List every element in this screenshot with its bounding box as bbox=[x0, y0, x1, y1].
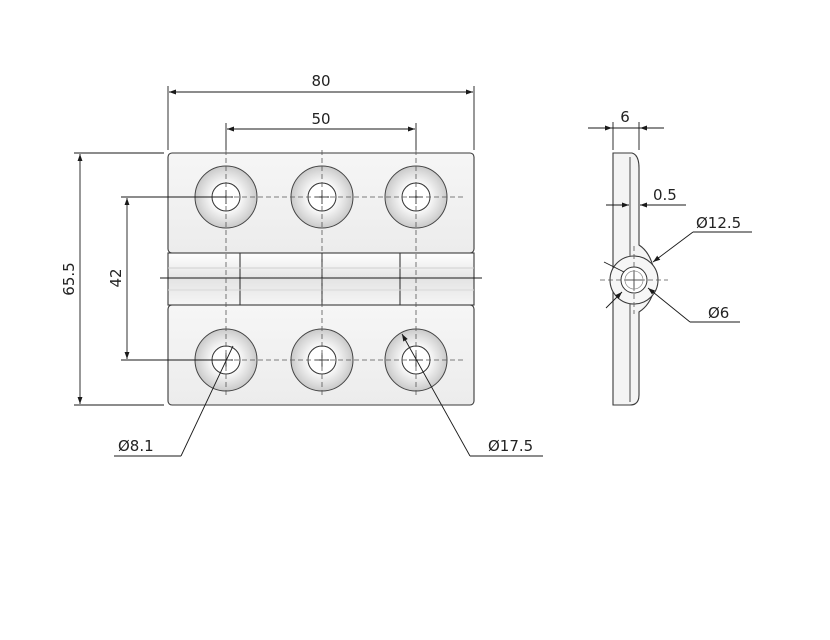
width-label: 80 bbox=[311, 72, 330, 90]
height-label: 65.5 bbox=[60, 262, 78, 295]
front-view: 80 50 65.5 42 Ø8.1 bbox=[60, 72, 543, 457]
thickness-label: 6 bbox=[620, 108, 630, 126]
dimension-width: 80 bbox=[167, 72, 475, 150]
countersink-diameter-label: Ø17.5 bbox=[488, 437, 533, 455]
dimension-gap: 0.5 bbox=[606, 186, 686, 208]
hole-pitch-label: 50 bbox=[311, 110, 330, 128]
leader-hole-diameter: Ø8.1 bbox=[114, 345, 234, 457]
hole-vertical-pitch-label: 42 bbox=[107, 268, 125, 287]
dimension-thickness: 6 bbox=[588, 108, 664, 150]
pin-diameter-label: Ø6 bbox=[708, 304, 729, 322]
knuckle-band bbox=[167, 252, 475, 306]
leader-knuckle-diameter: Ø12.5 bbox=[652, 214, 752, 263]
leader-pin-diameter: Ø6 bbox=[603, 261, 740, 323]
leader-countersink-diameter: Ø17.5 bbox=[401, 333, 543, 457]
dimension-hole-pitch: 50 bbox=[225, 110, 417, 150]
knuckle-diameter-label: Ø12.5 bbox=[696, 214, 741, 232]
hole-diameter-label: Ø8.1 bbox=[118, 437, 154, 455]
dimension-height: 65.5 bbox=[60, 152, 164, 406]
side-view: 6 0.5 Ø12.5 Ø6 bbox=[588, 108, 752, 406]
gap-label: 0.5 bbox=[653, 186, 677, 204]
dimension-hole-vertical-pitch: 42 bbox=[107, 196, 226, 361]
